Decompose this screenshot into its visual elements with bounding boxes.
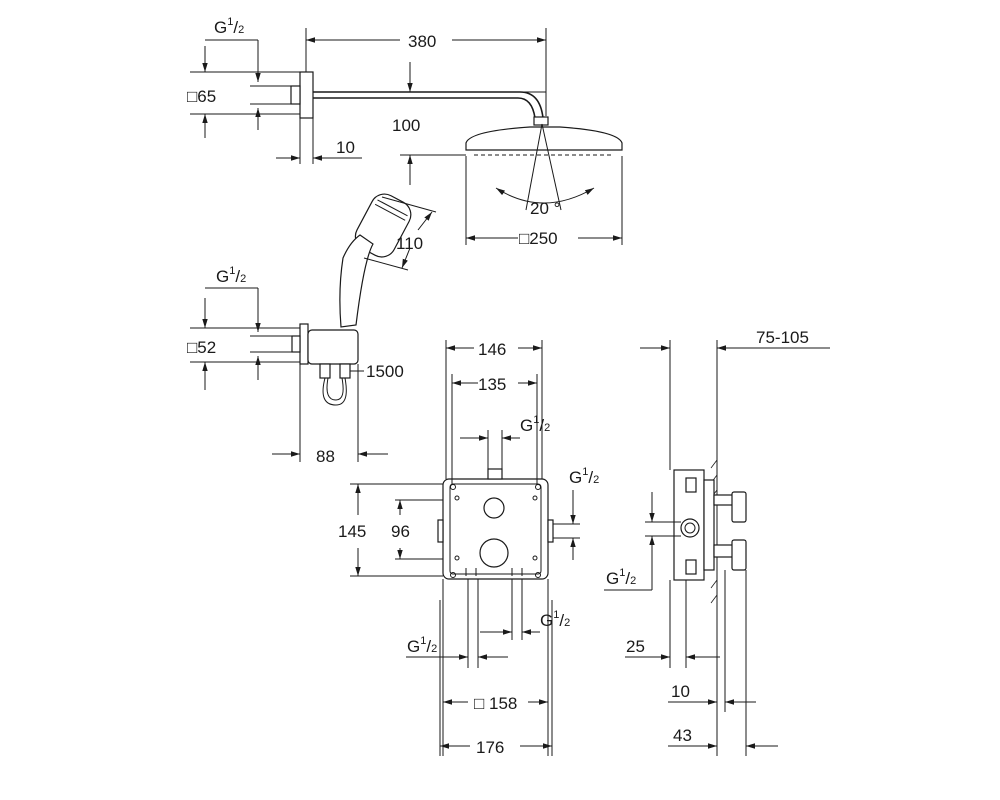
thread-g-box-right: G1/2 xyxy=(569,466,599,487)
hand-shower-view: 110 G1/2 □52 1500 88 xyxy=(187,193,437,466)
dim-75-105: 75-105 xyxy=(756,328,809,347)
angle-arc xyxy=(495,187,595,204)
shower-hose xyxy=(322,377,347,406)
wall-flange xyxy=(299,71,314,119)
dim-100: 100 xyxy=(392,116,420,135)
dim-96: 96 xyxy=(391,522,410,541)
thread-g-box-bottom-left: G1/2 xyxy=(407,635,437,656)
ball-joint xyxy=(533,116,549,126)
dim-1500: 1500 xyxy=(366,362,404,381)
spray-line-left xyxy=(525,123,543,211)
side-top-fitting xyxy=(685,477,697,493)
dim-angle: 20 ° xyxy=(530,199,560,218)
wall-connector xyxy=(290,85,301,105)
dim-10-side: 10 xyxy=(671,682,690,701)
shower-arm-outer xyxy=(313,91,544,119)
head-shower-plate xyxy=(465,126,623,151)
upper-spindle xyxy=(713,494,735,506)
box-left-stub xyxy=(437,519,444,543)
thread-g-side: G1/2 xyxy=(606,567,636,588)
dim-25: 25 xyxy=(626,637,645,656)
dim-10-top: 10 xyxy=(336,138,355,157)
shower-arm-inner xyxy=(313,97,536,119)
outlet-flange xyxy=(299,323,309,365)
lower-spindle xyxy=(713,544,735,558)
head-shower-view: 380 100 10 20 ° □250 □65 G1/2 xyxy=(187,16,623,248)
thermostat-valve xyxy=(479,538,509,568)
dim-176: 176 xyxy=(476,738,504,757)
dim-sq250: □250 xyxy=(519,229,558,248)
thread-g-box-bottom-right: G1/2 xyxy=(540,609,570,630)
dim-sq158: □ 158 xyxy=(474,694,517,713)
wall-outlet-holder xyxy=(307,329,359,365)
box-inner xyxy=(449,483,542,575)
diverter-valve xyxy=(483,497,505,519)
upper-spindle-cap xyxy=(731,491,747,523)
outlet-nut xyxy=(319,363,331,379)
dim-sq65: □65 xyxy=(187,87,216,106)
hand-shower-handle xyxy=(339,234,374,328)
dim-380: 380 xyxy=(408,32,436,51)
holder-nut xyxy=(339,363,351,379)
dim-135: 135 xyxy=(478,375,506,394)
dim-145: 145 xyxy=(338,522,366,541)
concealed-box-side-view: 75-105 G1/2 25 10 43 xyxy=(604,328,830,756)
dim-sq52: □52 xyxy=(187,338,216,357)
side-bottom-fitting xyxy=(685,559,697,575)
side-box-plate xyxy=(703,479,715,571)
thread-g-mid: G1/2 xyxy=(216,265,246,286)
side-inlet xyxy=(680,518,700,538)
spray-line-right xyxy=(541,123,562,211)
dim-43: 43 xyxy=(673,726,692,745)
thread-g-box-top: G1/2 xyxy=(520,414,550,435)
outlet-connector xyxy=(291,335,301,353)
box-top-outlet xyxy=(487,468,503,480)
lower-spindle-cap xyxy=(731,539,747,571)
box-right-stub xyxy=(547,519,554,543)
dim-110: 110 xyxy=(396,234,423,253)
dim-88: 88 xyxy=(316,447,335,466)
thread-g-top: G1/2 xyxy=(214,16,244,37)
dim-146: 146 xyxy=(478,340,506,359)
concealed-box-front-view: 146 135 G1/2 G1/2 145 96 G1/2 G1/2 □ 158… xyxy=(338,340,599,757)
